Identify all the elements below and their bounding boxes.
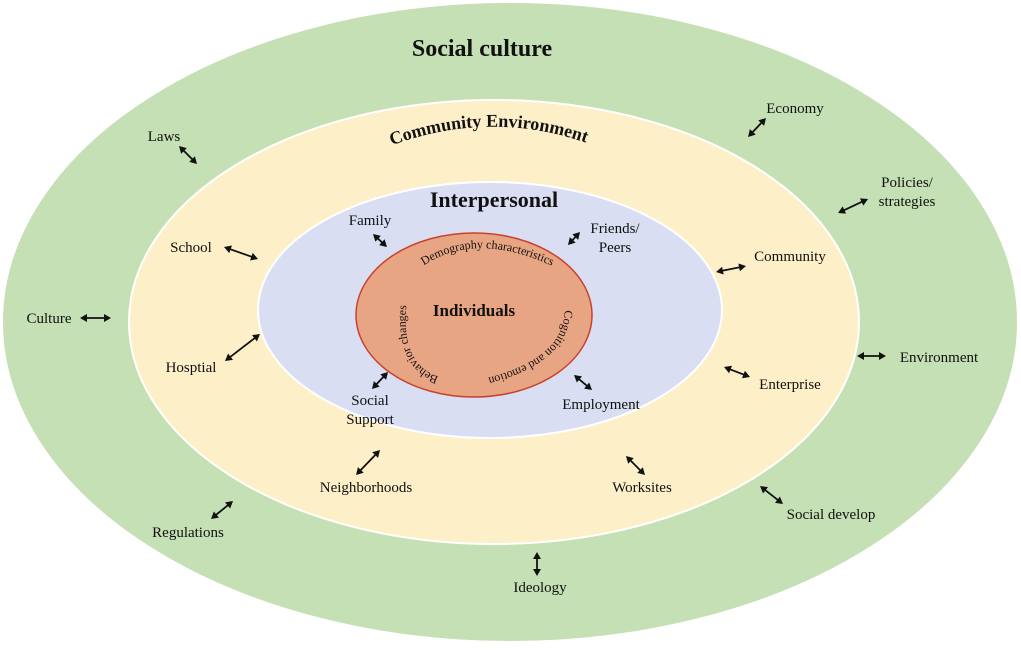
factor-enterprise: Enterprise — [759, 377, 821, 393]
arrow-head — [211, 511, 219, 519]
arrow-shaft — [228, 247, 254, 259]
arrow-shaft — [763, 488, 780, 502]
individuals-core — [355, 232, 593, 398]
double-headed-arrow-icon-school — [224, 245, 258, 261]
factor-school: School — [170, 240, 212, 256]
arrow-head — [572, 232, 580, 240]
arrow-shaft — [750, 121, 764, 134]
factor-ideology: Ideology — [513, 580, 567, 596]
double-headed-arrow-icon-community — [716, 263, 746, 275]
factor-employment: Employment — [562, 397, 640, 413]
arrow-head — [380, 372, 388, 380]
arrow-shaft — [181, 148, 195, 162]
factor-culture: Culture — [27, 311, 72, 327]
factor-laws: Laws — [148, 129, 181, 145]
arrow-head — [372, 450, 380, 458]
arrow-head — [584, 382, 592, 390]
arrow-head — [738, 263, 746, 272]
arrow-head — [252, 334, 260, 342]
double-headed-arrow-icon-social-develop — [760, 486, 783, 504]
arrow-head — [250, 252, 258, 261]
factor-social-support-line1: Social — [351, 393, 389, 409]
arrow-head — [224, 245, 232, 254]
factor-friends-line2: Peers — [599, 240, 632, 256]
arrow-shaft — [358, 452, 378, 473]
arrow-shaft — [842, 200, 864, 212]
double-headed-arrow-icon-economy — [748, 118, 766, 137]
interpersonal-title: Interpersonal — [430, 187, 558, 212]
individuals-title: Individuals — [433, 301, 516, 320]
arrow-head — [80, 314, 87, 322]
double-headed-arrow-icon-laws — [179, 146, 197, 164]
arrow-head — [189, 156, 197, 164]
arrow-head — [225, 353, 233, 361]
arrow-head — [760, 486, 768, 494]
arrow-head — [356, 467, 364, 475]
double-headed-arrow-icon-enterprise — [724, 365, 750, 379]
arrow-head — [574, 375, 582, 383]
factor-hosptial: Hosptial — [166, 360, 217, 376]
arrow-shaft — [577, 377, 589, 388]
factor-family: Family — [349, 213, 392, 229]
factor-social-support-line2: Support — [346, 412, 394, 428]
social-culture-title: Social culture — [412, 36, 553, 62]
factor-policies-line1: Policies/ — [881, 175, 933, 191]
arrow-head — [533, 569, 541, 576]
arrow-head — [626, 456, 634, 464]
double-headed-arrow-icon-policies — [838, 198, 868, 214]
factor-community: Community — [754, 249, 826, 265]
arrow-shaft — [628, 458, 643, 473]
double-headed-arrow-icon-friends — [568, 232, 580, 245]
factor-environment: Environment — [900, 350, 979, 366]
double-headed-arrow-icon-ideology — [533, 552, 541, 576]
arrow-shaft — [228, 336, 257, 359]
arrow-shaft — [214, 503, 230, 517]
arrow-head — [742, 370, 750, 379]
arrow-shaft — [728, 367, 746, 377]
double-headed-arrow-icon-environment — [857, 352, 886, 360]
arrow-head — [533, 552, 541, 559]
arrow-shaft — [374, 375, 386, 386]
arrow-head — [758, 118, 766, 126]
factor-neighborhoods: Neighborhoods — [320, 480, 413, 496]
double-headed-arrow-icon-worksites — [626, 456, 645, 475]
double-headed-arrow-icon-family — [373, 234, 387, 247]
double-headed-arrow-icon-culture — [80, 314, 111, 322]
arrow-head — [637, 467, 645, 475]
arrow-head — [179, 146, 187, 154]
factor-regulations: Regulations — [152, 525, 224, 541]
arrow-head — [225, 501, 233, 509]
factor-social-develop: Social develop — [787, 507, 876, 523]
arrow-head — [724, 365, 732, 374]
arrow-head — [775, 496, 783, 504]
factor-economy: Economy — [766, 101, 824, 117]
double-headed-arrow-icon-hosptial — [225, 334, 260, 361]
arrows-group — [80, 118, 886, 576]
arrow-head — [879, 352, 886, 360]
factor-friends-line1: Friends/ — [590, 221, 640, 237]
arrow-head — [104, 314, 111, 322]
factor-policies-line2: strategies — [879, 194, 936, 210]
arrow-head — [373, 234, 381, 242]
double-headed-arrow-icon-regulations — [211, 501, 233, 519]
arrow-head — [716, 266, 724, 275]
arrow-head — [838, 206, 847, 214]
double-headed-arrow-icon-employment — [574, 375, 592, 390]
arrow-head — [748, 129, 756, 137]
arrow-head — [857, 352, 864, 360]
arrow-head — [859, 198, 868, 206]
double-headed-arrow-icon-neighborhoods — [356, 450, 380, 475]
arrow-shaft — [720, 266, 742, 272]
arrow-head — [372, 381, 380, 389]
arrow-head — [379, 239, 387, 247]
arrow-head — [568, 237, 576, 245]
double-headed-arrow-icon-social-support — [372, 372, 388, 389]
factor-worksites: Worksites — [612, 480, 672, 496]
